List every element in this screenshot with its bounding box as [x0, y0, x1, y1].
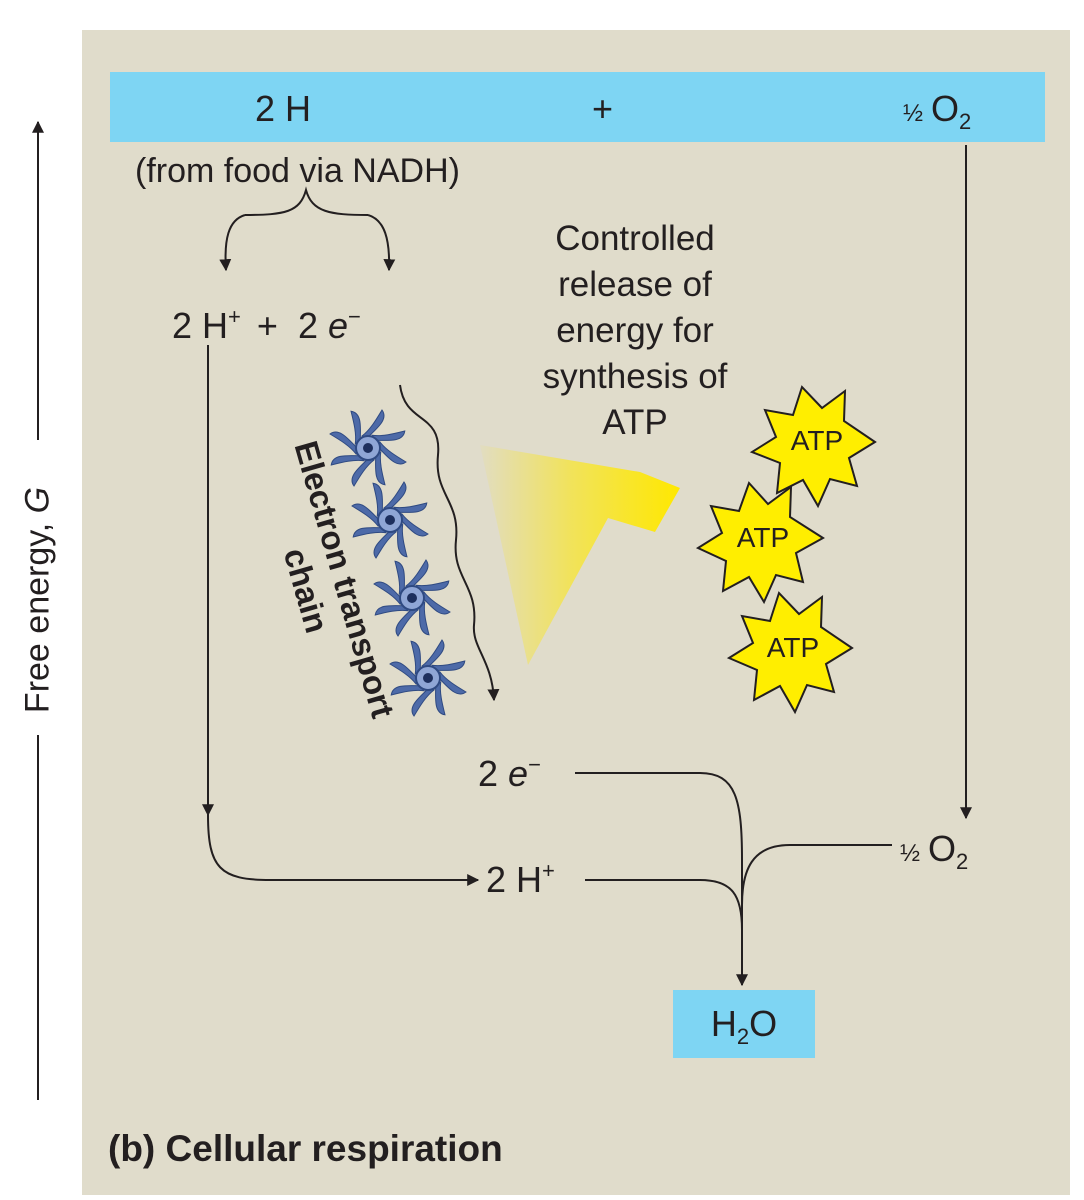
atp-label-2: ATP — [737, 522, 789, 554]
water-product-box — [673, 990, 815, 1058]
from-food-label: (from food via NADH) — [135, 152, 460, 191]
top-hydrogen-label: 2 H — [255, 88, 311, 130]
yellow-energy-arrow-icon — [480, 445, 680, 665]
top-plus-label: + — [592, 88, 613, 130]
hplus-merge-line — [585, 879, 743, 931]
bottom-oxygen-symbol: O — [928, 828, 957, 869]
atp-label-1: ATP — [791, 425, 843, 457]
water-subscript: 2 — [736, 1024, 750, 1049]
controlled-release-line-3: energy for — [556, 311, 714, 350]
split-arrow-left — [219, 214, 246, 272]
hplus-right-arrow — [207, 814, 480, 886]
panel-background — [82, 30, 1070, 1195]
split-plus-text: + — [256, 305, 278, 346]
atp-label-3: ATP — [767, 632, 819, 664]
bottom-electrons-sup: − — [528, 752, 541, 777]
electron-merge-line — [575, 772, 748, 987]
bottom-hplus-sup: + — [542, 858, 555, 883]
water-o-symbol: O — [749, 1003, 778, 1044]
figure-caption-text: (b) Cellular respiration — [108, 1128, 503, 1169]
top-oxygen-label: ½ O2 — [903, 88, 971, 135]
from-food-text: (from food via NADH) — [135, 152, 460, 190]
split-electrons-sup: − — [348, 304, 361, 329]
free-energy-axis-label: Free energy, G — [19, 487, 58, 713]
controlled-release-line-2: release of — [558, 265, 712, 304]
controlled-release-line-1: Controlled — [555, 219, 715, 258]
brace-icon — [244, 186, 369, 216]
top-oxygen-subscript: 2 — [959, 109, 972, 134]
bottom-oxygen-label: ½ O2 — [900, 828, 968, 875]
bottom-hplus-text: 2 H — [486, 859, 543, 900]
bottom-hplus-label: 2 H+ — [486, 858, 555, 901]
water-h-symbol: H — [710, 1003, 737, 1044]
bottom-electron-symbol: e — [508, 753, 529, 794]
electron-descent-arrow — [399, 384, 500, 702]
split-electron-symbol: e — [327, 305, 349, 346]
bottom-electrons-label: 2 e− — [478, 752, 541, 795]
top-oxygen-half: ½ — [903, 100, 923, 127]
top-plus-text: + — [592, 88, 614, 129]
starburst-icon-2 — [695, 481, 825, 605]
controlled-release-line-4: synthesis of — [542, 357, 728, 396]
top-hydrogen-text: 2 H — [255, 88, 312, 129]
bottom-oxygen-half: ½ — [900, 840, 920, 867]
atp-text-1: ATP — [790, 425, 844, 456]
split-electrons-text: 2 — [297, 305, 328, 346]
bottom-electrons-text: 2 — [478, 753, 509, 794]
top-oxygen-symbol: O — [931, 88, 960, 129]
split-hplus-sup: + — [228, 304, 241, 329]
atp-text-2: ATP — [736, 522, 790, 553]
axis-label-variable: G — [18, 486, 57, 514]
split-hplus-text: 2 H — [172, 305, 229, 346]
top-reactant-band — [110, 72, 1045, 142]
axis-label-text: Free energy, — [18, 513, 57, 714]
split-label: 2 H+ + 2 e− — [172, 304, 361, 347]
starburst-icon-1 — [749, 385, 877, 509]
atp-text-3: ATP — [766, 632, 820, 663]
split-arrow-right — [367, 214, 396, 272]
figure-caption: (b) Cellular respiration — [108, 1128, 503, 1170]
water-label: H2O — [711, 1003, 777, 1050]
starburst-icon-3 — [726, 591, 854, 715]
bottom-oxygen-subscript: 2 — [956, 849, 969, 874]
controlled-release-text: Controlled release of energy for synthes… — [543, 216, 728, 446]
controlled-release-line-5: ATP — [602, 403, 668, 442]
